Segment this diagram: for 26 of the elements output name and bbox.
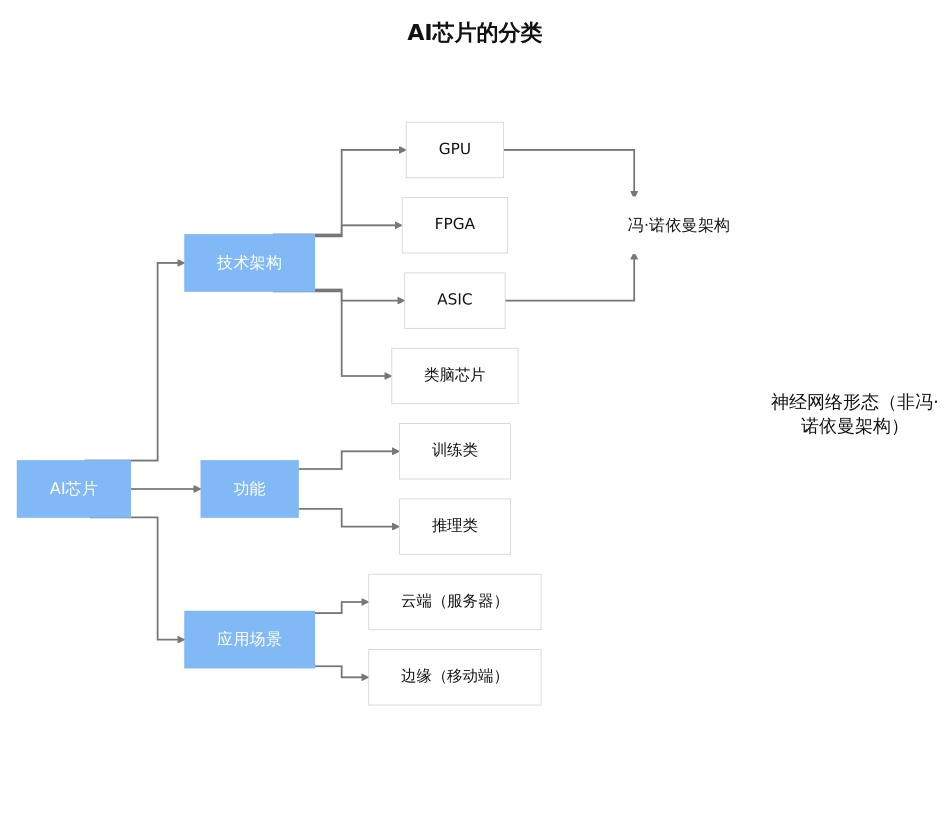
arrow — [298, 448, 400, 470]
arrow — [505, 252, 638, 302]
node-box: 功能 — [200, 460, 299, 518]
node-box: AI芯片 — [16, 460, 132, 518]
arrow — [272, 146, 407, 236]
node-box: 边缘（移动端） — [368, 649, 542, 706]
node-text: 冯·诺依曼架构 — [628, 216, 730, 236]
node-box: 推理类 — [398, 498, 511, 556]
node-box: GPU — [406, 122, 504, 179]
arrow — [130, 485, 202, 494]
diagram-title: AI芯片的分类 — [407, 20, 543, 48]
node-box: 技术架构 — [184, 234, 316, 292]
note-text: 神经网络形态（非冯·诺依曼架构） — [770, 391, 940, 438]
node-box: 应用场景 — [184, 611, 316, 669]
node-box: 云端（服务器） — [368, 574, 542, 631]
arrow — [314, 598, 370, 614]
arrow — [314, 666, 370, 682]
arrow — [314, 222, 403, 238]
arrow — [504, 149, 638, 200]
arrow — [298, 508, 400, 531]
node-box: 训练类 — [398, 423, 511, 480]
node-box: FPGA — [402, 197, 508, 254]
arrow — [314, 289, 406, 305]
node-box: 类脑芯片 — [391, 348, 519, 405]
node-box: ASIC — [404, 272, 506, 330]
arrow — [84, 259, 186, 462]
